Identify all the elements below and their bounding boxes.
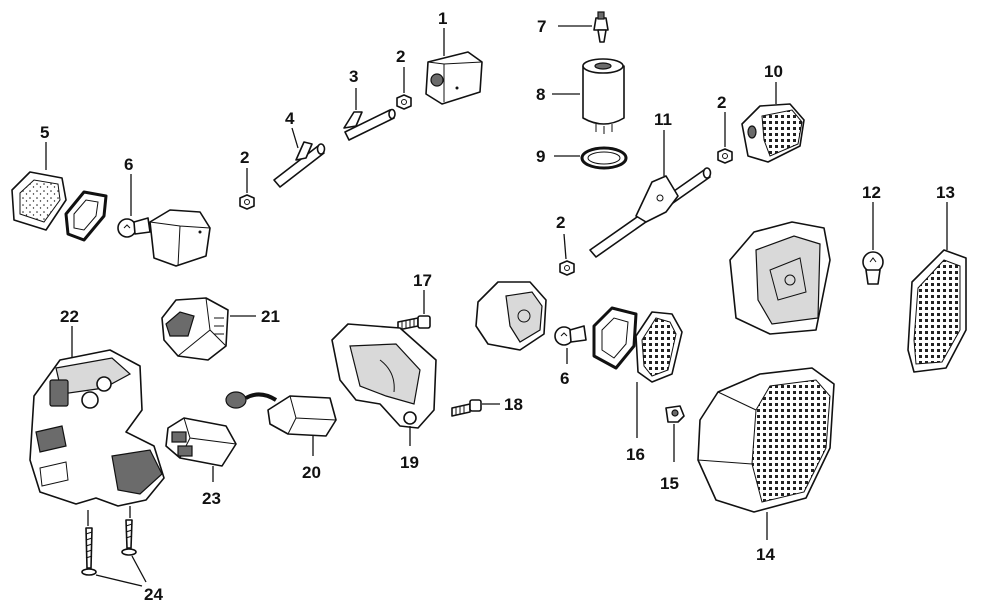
callout-23: 23: [202, 489, 221, 508]
part-1-housing: [425, 51, 483, 105]
part-12-bulb: [862, 251, 884, 285]
part-2-nut-left: [239, 194, 255, 210]
callout-3: 3: [349, 67, 358, 86]
part-13-lens-cover: [907, 249, 967, 373]
part-2-nut-middle: [559, 260, 575, 276]
callout-2-middle: 2: [556, 213, 565, 232]
callout-21: 21: [261, 307, 280, 326]
callout-1: 1: [438, 9, 447, 28]
callout-10: 10: [764, 62, 783, 81]
callout-12: 12: [862, 183, 881, 202]
callout-17: 17: [413, 271, 432, 290]
part-16-lens: [592, 306, 683, 383]
callout-14: 14: [756, 545, 775, 564]
callout-8: 8: [536, 85, 545, 104]
part-18-screw: [451, 399, 482, 417]
part-7-pin: [593, 11, 609, 43]
part-2-nut-top: [396, 94, 412, 110]
part-21-switch-block: [161, 297, 229, 361]
callout-2-left: 2: [240, 148, 249, 167]
part-6-bulb-left: [117, 217, 151, 238]
callout-19: 19: [400, 453, 419, 472]
callout-24: 24: [144, 585, 163, 604]
part-lamp-housing-center: [475, 281, 547, 351]
part-3-rod: [343, 108, 396, 141]
callout-22: 22: [60, 307, 79, 326]
part-17-screw: [397, 315, 431, 331]
leader-2-middle: [563, 233, 567, 260]
callout-4: 4: [285, 109, 295, 128]
part-23-connector: [165, 417, 237, 467]
callout-5: 5: [40, 123, 49, 142]
callout-9: 9: [536, 147, 545, 166]
part-11-rod: [589, 167, 712, 258]
part-8-cylinder: [582, 58, 625, 134]
part-22-switch-housing: [29, 349, 165, 507]
callout-2-right: 2: [717, 93, 726, 112]
callout-18: 18: [504, 395, 523, 414]
part-14-tail-light: [697, 367, 835, 513]
callout-15: 15: [660, 474, 679, 493]
callout-7: 7: [537, 17, 546, 36]
part-rear-housing: [729, 221, 831, 335]
part-2-nut-right: [717, 148, 733, 164]
callout-6-right: 6: [560, 369, 569, 388]
leader-4: [291, 127, 299, 149]
part-5-lens-cover: [11, 171, 67, 231]
part-15-bulb: [665, 405, 685, 423]
leader-24b: [131, 555, 147, 583]
part-5-gasket: [64, 190, 108, 242]
part-19-bracket: [331, 323, 437, 429]
callout-2-top: 2: [396, 47, 405, 66]
part-6-bulb-right: [554, 325, 587, 346]
callout-20: 20: [302, 463, 321, 482]
part-4-rod: [273, 141, 326, 188]
callout-16: 16: [626, 445, 645, 464]
part-10-housing: [741, 103, 805, 163]
part-9-ring: [580, 146, 628, 170]
part-20-switch: [225, 391, 337, 437]
callout-6-left: 6: [124, 155, 133, 174]
part-6-housing: [149, 209, 211, 267]
callout-13: 13: [936, 183, 955, 202]
callout-11: 11: [654, 110, 672, 129]
part-24-screws: [81, 519, 137, 576]
leader-24a: [95, 574, 143, 587]
